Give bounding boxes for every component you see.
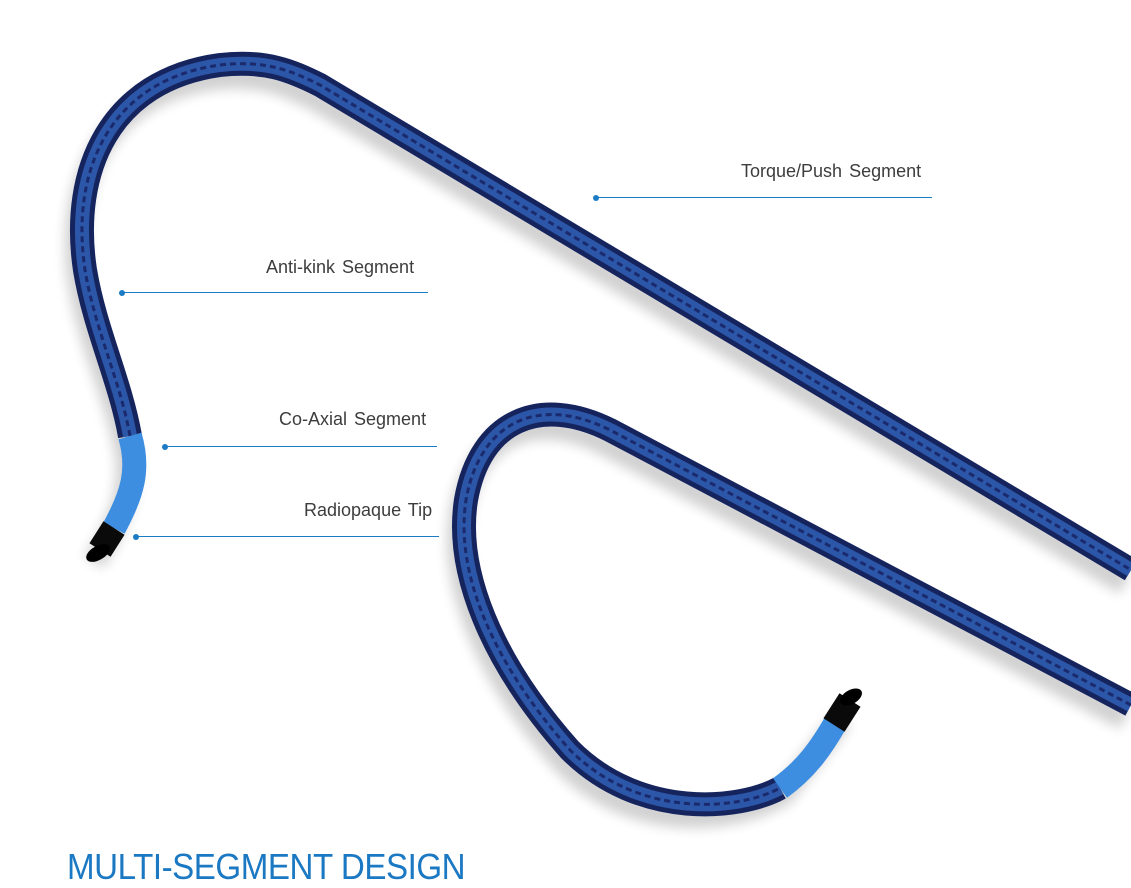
co-axial-leader	[162, 443, 437, 450]
catheter-upper	[70, 51, 1131, 581]
catheter-lower	[452, 402, 1131, 817]
radiopaque-tip-label: Radiopaque Tip	[304, 500, 433, 520]
page-title: MULTI-SEGMENT DESIGN	[67, 846, 466, 887]
co-axial-segment	[103, 432, 147, 534]
torque-push-leader	[593, 194, 932, 201]
anti-kink-leader	[119, 289, 428, 296]
anti-kink-label: Anti-kink Segment	[266, 257, 415, 277]
co-axial-label: Co-Axial Segment	[279, 409, 427, 429]
torque-push-label: Torque/Push Segment	[741, 161, 922, 181]
radiopaque-tip-leader	[133, 533, 439, 540]
